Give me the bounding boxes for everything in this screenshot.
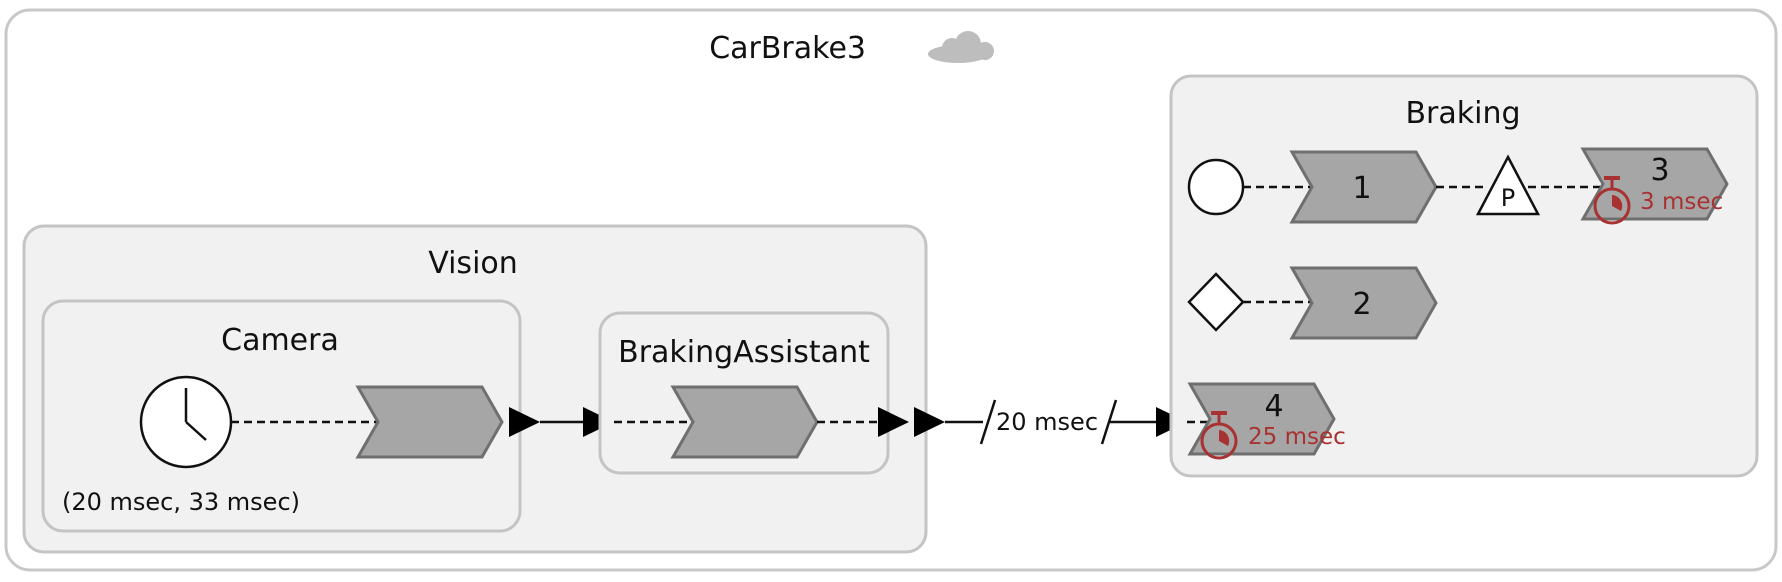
camera-output-arrow (509, 407, 540, 437)
runnable-4-label: 4 (1264, 389, 1283, 424)
runnable-3-duration: 3 msec (1640, 189, 1723, 215)
vision-output-arrow (914, 407, 945, 437)
runnable-4-duration: 25 msec (1248, 424, 1346, 450)
camera-title: Camera (221, 323, 339, 358)
vision-title: Vision (428, 246, 518, 281)
runnable-1-label: 1 (1352, 171, 1371, 206)
braking-assistant-runnable[interactable] (671, 385, 819, 459)
camera-timing: (20 msec, 33 msec) (62, 488, 300, 516)
assistant-output-arrow (878, 407, 909, 437)
camera-runnable[interactable] (356, 385, 504, 459)
predecessor-label: P (1501, 184, 1515, 212)
predecessor-triangle-icon (1475, 154, 1541, 216)
system-title: CarBrake3 (709, 31, 866, 66)
stopwatch-icon (1593, 176, 1631, 225)
diamond-trigger-icon (1187, 272, 1245, 332)
braking-assistant-title: BrakingAssistant (618, 335, 870, 370)
delay-break-left (979, 399, 997, 445)
stopwatch-icon (1200, 411, 1238, 460)
runnable-2-label: 2 (1352, 287, 1371, 322)
runnable-3-label: 3 (1650, 153, 1669, 188)
clock-icon (139, 375, 233, 469)
circle-trigger-icon (1187, 158, 1245, 216)
braking-title: Braking (1405, 96, 1520, 131)
cloud-icon (928, 31, 994, 63)
delay-label: 20 msec (996, 408, 1098, 436)
